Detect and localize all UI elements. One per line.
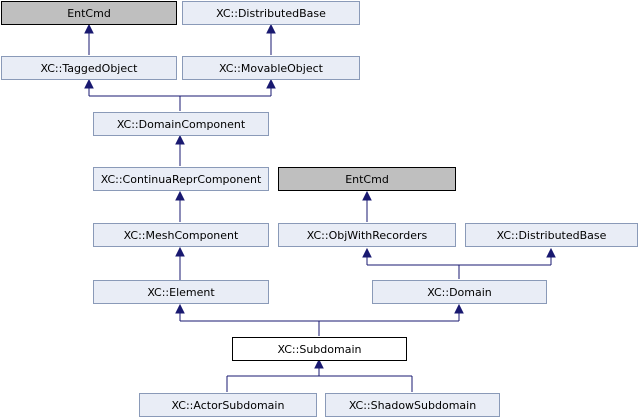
class-node-shadowsubdomain[interactable]: XC::ShadowSubdomain: [325, 393, 500, 417]
edge-objrecorders-to-entcmd: [362, 190, 372, 222]
class-node-meshcomponent[interactable]: XC::MeshComponent: [93, 223, 269, 247]
edge-element-to-mesh: [175, 246, 185, 280]
class-node-continuareprcomponent[interactable]: XC::ContinuaReprComponent: [93, 167, 269, 191]
class-node-element[interactable]: XC::Element: [93, 280, 269, 304]
edge-domaincomponent-to-tagged-and-movable: [84, 78, 276, 111]
edge-continua-to-domaincomponent: [175, 134, 185, 166]
class-node-entcmd-mid: EntCmd: [278, 167, 456, 191]
class-node-actorsubdomain[interactable]: XC::ActorSubdomain: [139, 393, 317, 417]
edge-actor-and-shadow-to-subdomain: [226, 358, 413, 392]
class-node-distributedbase-top[interactable]: XC::DistributedBase: [182, 1, 360, 25]
edge-movable-to-distributed: [266, 23, 276, 55]
edge-tagged-to-entcmd: [84, 23, 94, 55]
class-node-distributedbase-mid[interactable]: XC::DistributedBase: [465, 223, 638, 247]
class-node-movableobject[interactable]: XC::MovableObject: [182, 56, 360, 80]
class-node-entcmd-top: EntCmd: [1, 1, 177, 25]
class-node-objwithrecorders[interactable]: XC::ObjWithRecorders: [278, 223, 456, 247]
class-node-domain[interactable]: XC::Domain: [372, 280, 547, 304]
class-node-subdomain: XC::Subdomain: [232, 337, 407, 361]
edge-mesh-to-continua: [175, 190, 185, 222]
edge-domain-to-objrecorders-and-distributed: [362, 247, 556, 279]
class-node-taggedobject[interactable]: XC::TaggedObject: [1, 56, 177, 80]
class-node-domaincomponent[interactable]: XC::DomainComponent: [93, 112, 269, 136]
edge-subdomain-to-element-and-domain: [175, 303, 464, 336]
